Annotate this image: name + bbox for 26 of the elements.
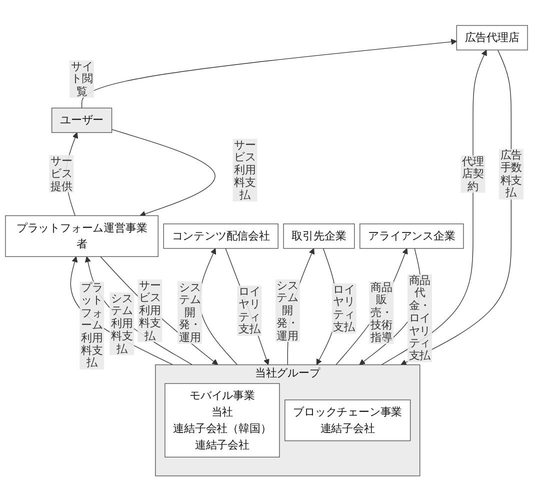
edge-label: システム開発・運用 bbox=[178, 280, 201, 344]
arrow bbox=[359, 248, 422, 365]
edge-label: 代理店契約 bbox=[462, 154, 484, 192]
node-box: 取引先企業 bbox=[283, 223, 355, 249]
arrow bbox=[111, 128, 216, 217]
node-box: モバイル事業 当社 連結子会社（韓国） 連結子会社 bbox=[164, 383, 280, 458]
arrow bbox=[81, 38, 457, 108]
node-box: ブロックチェーン事業 連結子会社 bbox=[284, 399, 411, 441]
node-box: ユーザー bbox=[51, 108, 112, 133]
node-box: アライアンス企業 bbox=[360, 223, 464, 249]
arrow bbox=[400, 49, 512, 365]
node-box: プラットフォーム運営事業者 bbox=[5, 215, 158, 257]
edge-label: サイト閲覧 bbox=[70, 59, 93, 98]
edge-label: ロイヤリティ支払 bbox=[333, 282, 355, 333]
arrow bbox=[100, 256, 218, 365]
node-box: コンテンツ配信会社 bbox=[163, 223, 278, 249]
edge-label: システム利用料支払 bbox=[110, 292, 133, 355]
arrow bbox=[381, 50, 487, 365]
edge-label: サービス利用料支払 bbox=[234, 138, 256, 201]
node-box: 広告代理店 bbox=[456, 24, 528, 50]
arrow bbox=[225, 248, 270, 365]
edge-label: サービス提供 bbox=[50, 154, 72, 192]
edge-label: システム開発・運用 bbox=[276, 278, 299, 342]
arrow bbox=[336, 248, 408, 365]
edge-label: ロイヤリティ支払 bbox=[238, 284, 260, 336]
edge-label: サービス利用料支払 bbox=[139, 278, 161, 342]
